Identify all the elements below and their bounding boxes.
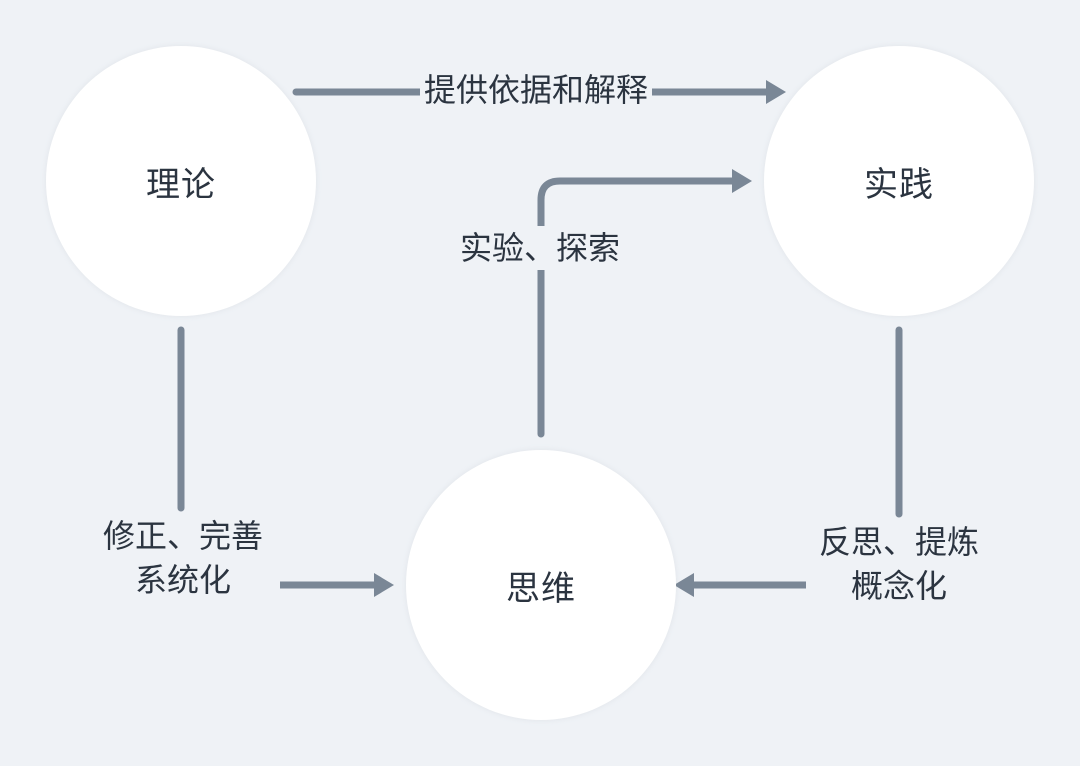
node-practice-label: 实践	[864, 164, 934, 205]
edge-label-thinking-practice-text: 实验、探索	[459, 229, 620, 267]
arrowhead-theory-thinking	[374, 573, 394, 597]
node-thinking: 思维	[406, 450, 676, 720]
edge-label-theory-thinking: 修正、完善 系统化	[86, 514, 280, 602]
edge-label-theory-thinking-line1: 修正、完善	[102, 517, 263, 555]
arrowhead-thinking-practice	[732, 169, 752, 193]
node-theory: 理论	[46, 46, 316, 316]
node-thinking-label: 思维	[506, 568, 576, 609]
edge-label-thinking-practice: 实验、探索	[452, 226, 628, 270]
edge-label-theory-practice: 提供依据和解释	[420, 68, 653, 112]
edge-label-theory-practice-text: 提供依据和解释	[424, 71, 649, 109]
node-theory-label: 理论	[146, 164, 216, 205]
arrowhead-theory-practice	[766, 80, 786, 104]
edge-label-practice-thinking-line1: 反思、提炼	[818, 523, 979, 561]
arrowhead-practice-thinking	[674, 573, 694, 597]
edge-label-theory-thinking-line2: 系统化	[134, 561, 231, 599]
connector-thinking-practice	[537, 177, 744, 438]
edge-label-practice-thinking-line2: 概念化	[850, 567, 947, 605]
edge-label-practice-thinking: 反思、提炼 概念化	[806, 520, 992, 608]
node-practice: 实践	[764, 46, 1034, 316]
